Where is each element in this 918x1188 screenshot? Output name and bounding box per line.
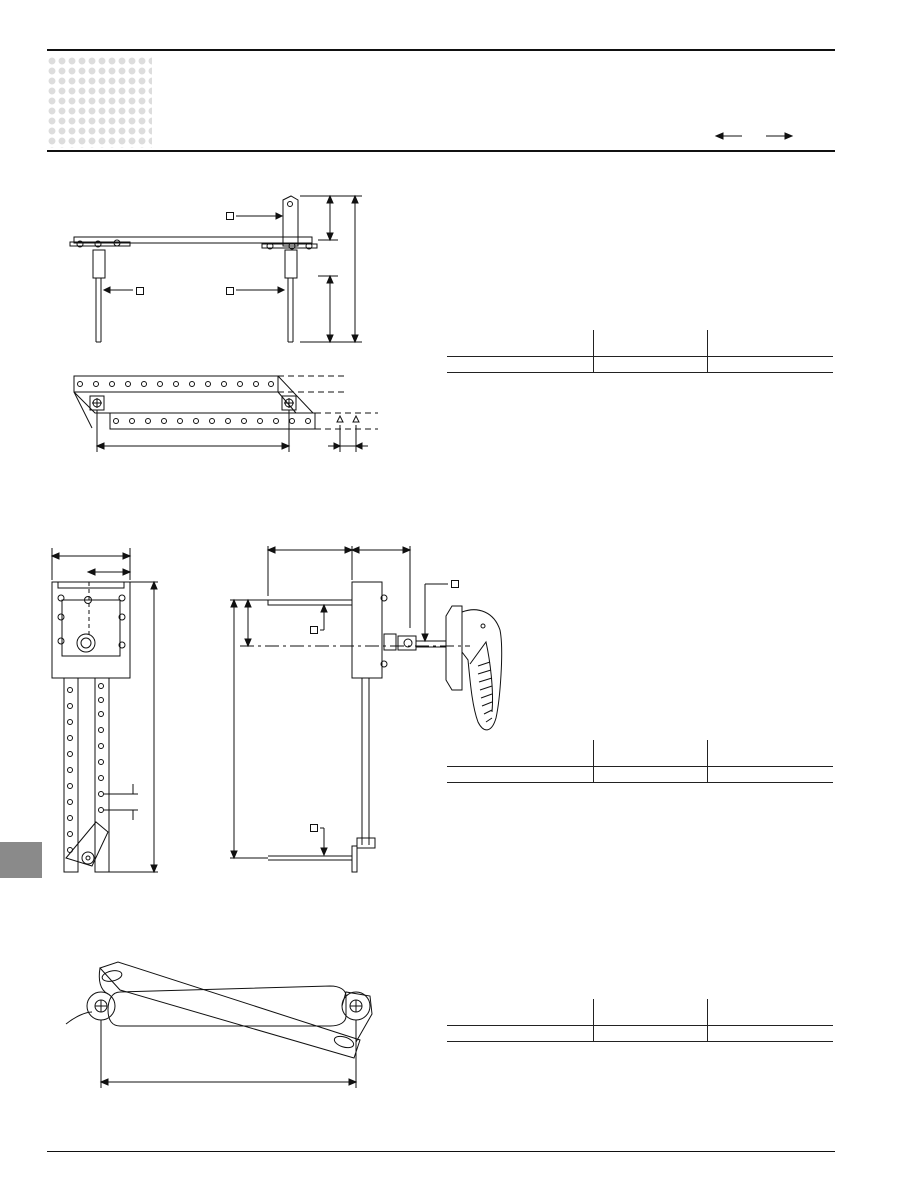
callout-box xyxy=(226,212,234,220)
callout-box xyxy=(226,287,234,295)
callout-box xyxy=(451,580,459,588)
callout-box xyxy=(310,824,318,832)
spec-table-1 xyxy=(447,330,833,376)
header-bottom-rule xyxy=(47,150,835,152)
footer-rule xyxy=(47,1151,835,1152)
strip-holes-right xyxy=(99,684,104,813)
header-top-rule xyxy=(47,49,835,51)
spec-table-2 xyxy=(447,740,833,786)
header-dot-pattern xyxy=(47,56,152,148)
bar-holes-lower xyxy=(114,419,311,424)
callout-box xyxy=(136,287,144,295)
callout-box xyxy=(310,626,318,634)
side-section-tab xyxy=(0,842,42,878)
arrow-left-icon xyxy=(714,132,742,140)
arrow-right-icon xyxy=(766,132,794,140)
bar-holes-upper xyxy=(78,382,274,387)
nav-arrows xyxy=(714,132,794,140)
spec-table-3 xyxy=(447,999,833,1045)
